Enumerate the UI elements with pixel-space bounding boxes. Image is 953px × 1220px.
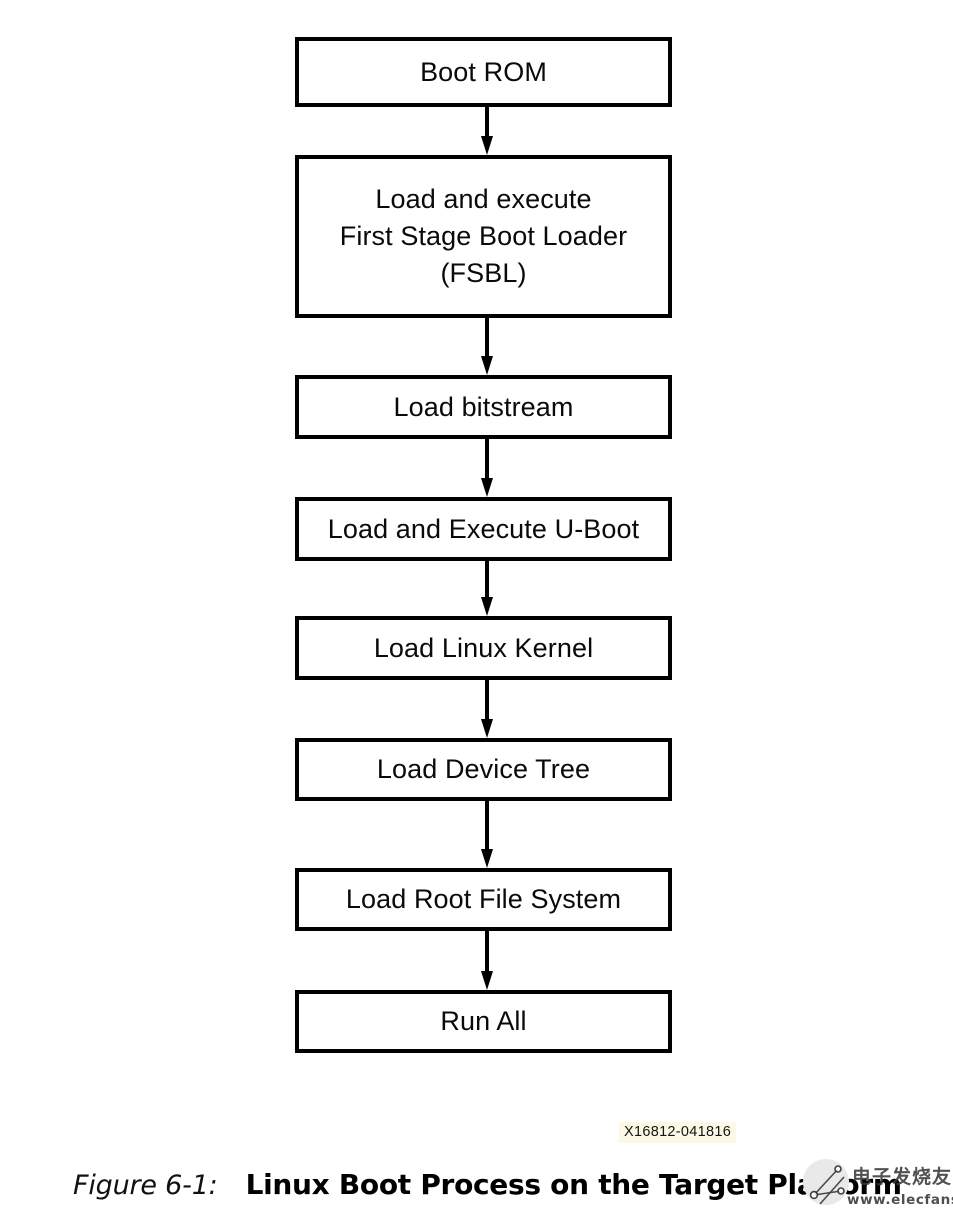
flow-node-label: Load and Execute U-Boot [327, 513, 640, 544]
boot-process-flowchart: Boot ROM Load and execute First Stage Bo… [295, 37, 672, 1053]
arrow-stem [485, 439, 489, 479]
arrow-head-icon [481, 478, 493, 497]
flow-node-label: Load Root File System [345, 884, 622, 914]
flow-arrow-boot-rom-to-fsbl [481, 107, 493, 155]
flow-node-linux-kernel: Load Linux Kernel [295, 616, 672, 680]
arrow-stem [485, 107, 489, 137]
flow-arrow-load-bitstream-to-u-boot [481, 439, 493, 497]
flow-arrow-fsbl-to-load-bitstream [481, 318, 493, 375]
flow-node-root-file-system: Load Root File System [295, 868, 672, 931]
arrow-stem [485, 931, 489, 972]
flow-node-label: Load Linux Kernel [373, 632, 594, 663]
arrow-head-icon [481, 719, 493, 738]
arrow-head-icon [481, 356, 493, 375]
flow-node-u-boot: Load and Execute U-Boot [295, 497, 672, 561]
flow-arrow-u-boot-to-linux-kernel [481, 561, 493, 616]
figure-caption: Figure 6-1: Linux Boot Process on the Ta… [0, 1168, 953, 1216]
flow-node-run-all: Run All [295, 990, 672, 1053]
arrow-head-icon [481, 136, 493, 155]
flow-node-label: Load Device Tree [376, 754, 591, 784]
flow-arrow-root-file-system-to-run-all [481, 931, 493, 990]
flow-node-label: Load and execute First Stage Boot Loader… [339, 184, 628, 288]
flow-arrow-linux-kernel-to-device-tree [481, 680, 493, 738]
arrow-stem [485, 680, 489, 720]
arrow-head-icon [481, 971, 493, 990]
flow-node-load-bitstream: Load bitstream [295, 375, 672, 439]
arrow-stem [485, 561, 489, 598]
flow-node-label: Boot ROM [420, 56, 547, 87]
flow-node-label: Run All [440, 1006, 527, 1036]
arrow-stem [485, 801, 489, 850]
flow-node-label: Load bitstream [393, 391, 574, 422]
flow-node-boot-rom: Boot ROM [295, 37, 672, 107]
flow-node-fsbl: Load and execute First Stage Boot Loader… [295, 155, 672, 318]
flow-arrow-device-tree-to-root-file-system [481, 801, 493, 868]
figure-caption-title: Linux Boot Process on the Target Platfor… [245, 1168, 902, 1201]
arrow-head-icon [481, 849, 493, 868]
figure-caption-number: Figure 6-1: [73, 1170, 218, 1201]
arrow-stem [485, 318, 489, 357]
arrow-head-icon [481, 597, 493, 616]
figure-id-stamp: X16812-041816 [619, 1122, 737, 1143]
flow-node-device-tree: Load Device Tree [295, 738, 672, 801]
